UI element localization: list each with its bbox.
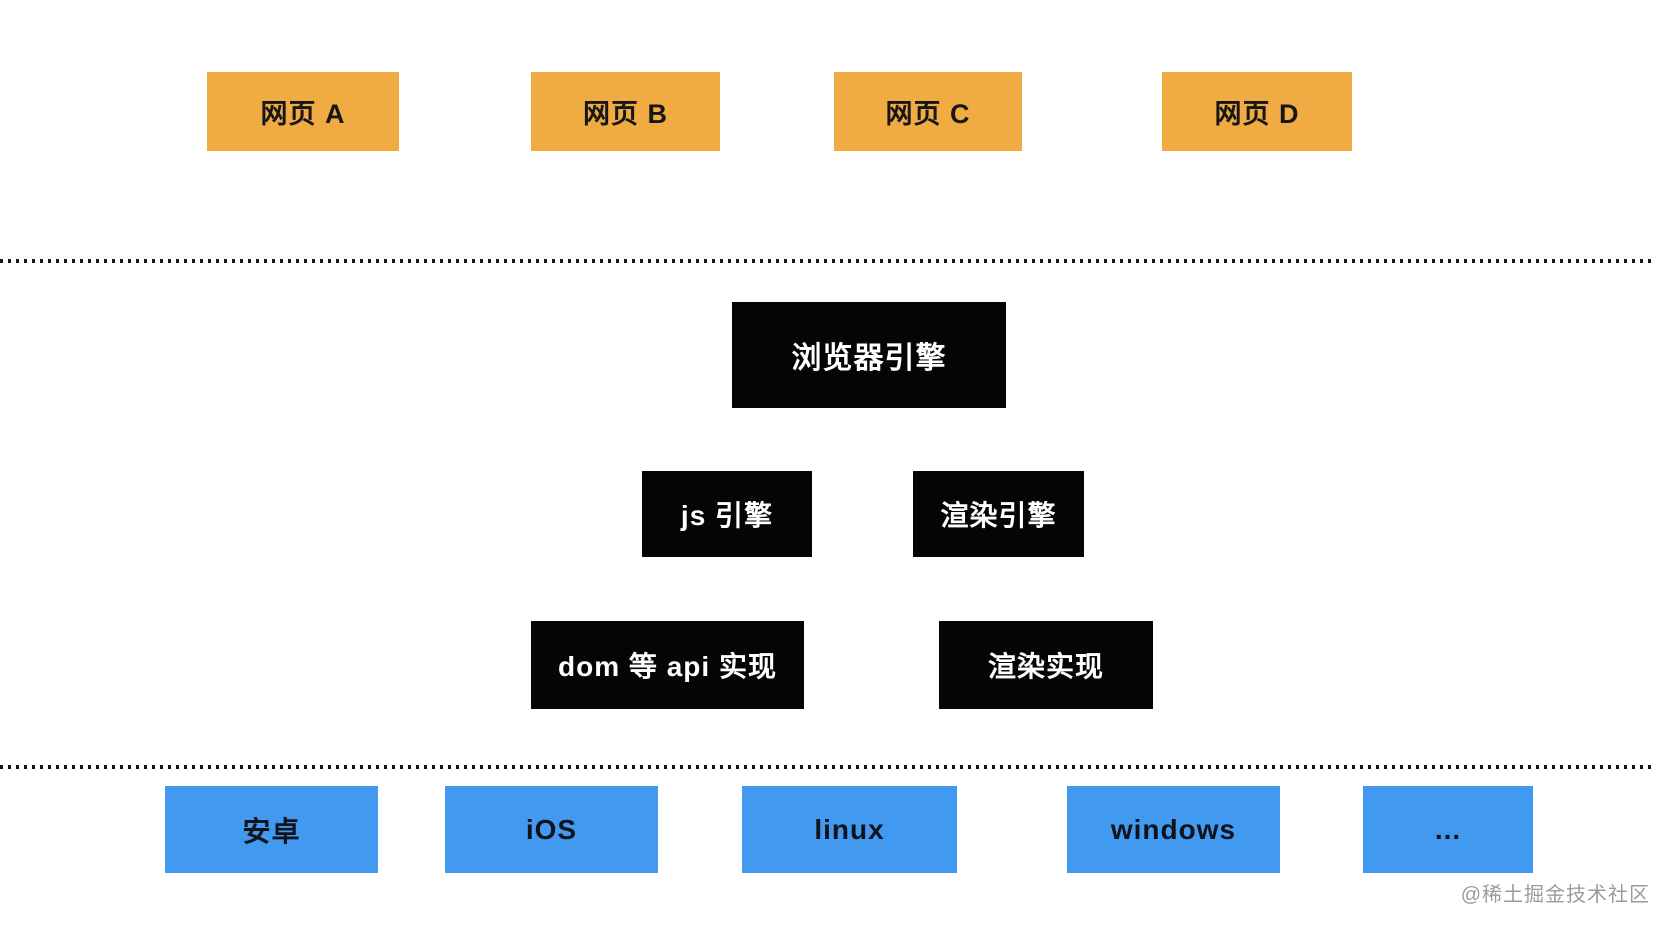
os-others-box: ... <box>1363 786 1533 873</box>
webpage-d-box: 网页 D <box>1162 72 1352 151</box>
render-implementation-box: 渲染实现 <box>939 621 1153 709</box>
browser-engine-box: 浏览器引擎 <box>732 302 1006 408</box>
os-windows-box: windows <box>1067 786 1280 873</box>
top-dotted-separator <box>0 259 1656 263</box>
webpage-b-box: 网页 B <box>531 72 720 151</box>
webpage-c-box: 网页 C <box>834 72 1022 151</box>
dom-api-implementation-box: dom 等 api 实现 <box>531 621 804 709</box>
juejin-watermark: @稀土掘金技术社区 <box>1460 884 1650 906</box>
webpage-a-box: 网页 A <box>207 72 399 151</box>
os-ios-box: iOS <box>445 786 658 873</box>
os-android-box: 安卓 <box>165 786 378 873</box>
js-engine-box: js 引擎 <box>642 471 812 557</box>
render-engine-box: 渲染引擎 <box>913 471 1084 557</box>
os-linux-box: linux <box>742 786 957 873</box>
bottom-dotted-separator <box>0 765 1656 769</box>
